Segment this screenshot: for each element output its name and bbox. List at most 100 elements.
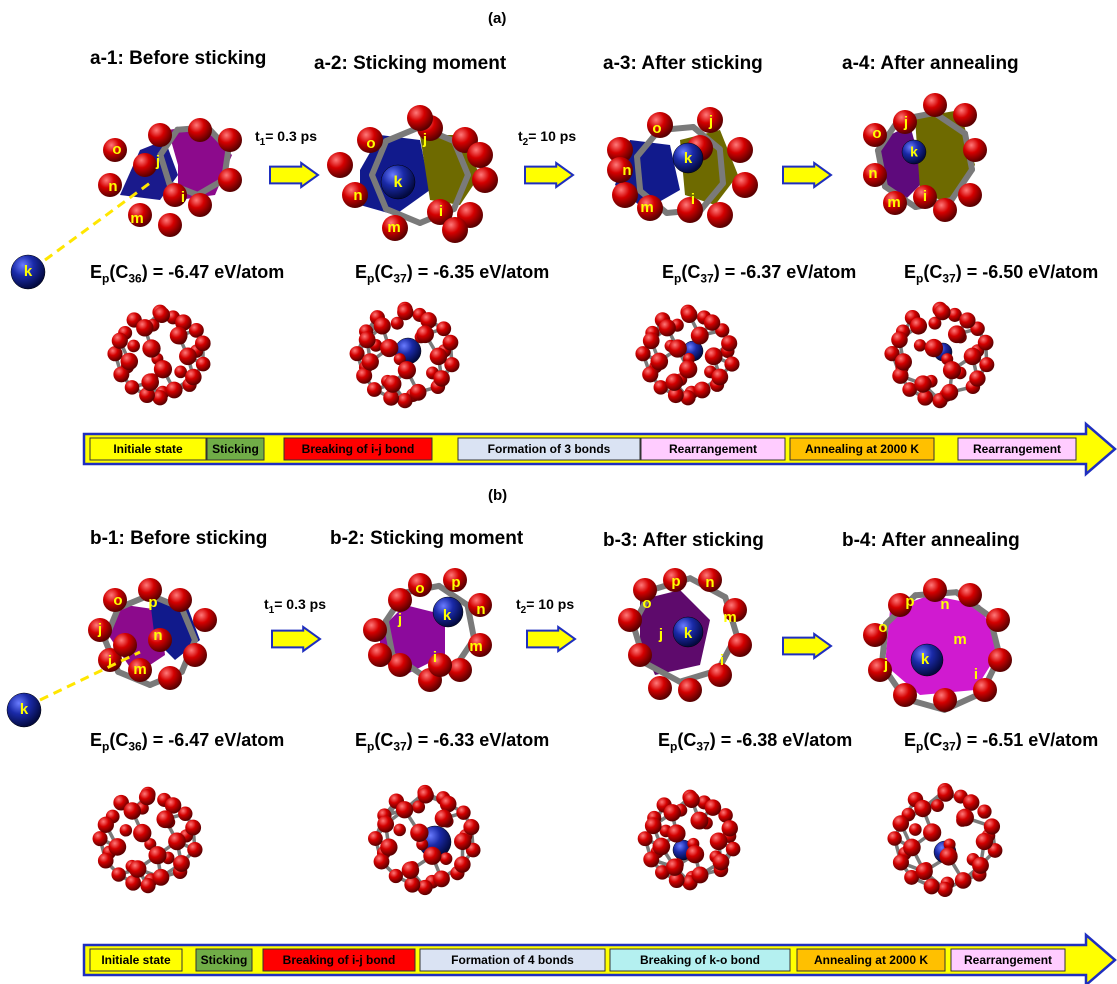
step-arrow: [526, 625, 577, 653]
carbon-atom: [868, 658, 892, 682]
carbon-atom: [914, 375, 932, 393]
carbon-atom: [193, 608, 217, 632]
carbon-atom: [383, 389, 400, 406]
carbon-atom: [148, 628, 172, 652]
carbon-atom: [727, 137, 753, 163]
bond: [369, 138, 390, 178]
carbon-atom: [703, 314, 721, 331]
atom-label: n: [108, 178, 117, 195]
carbon-atom: [977, 334, 994, 351]
carbon-atom: [407, 105, 433, 131]
carbon-atom: [724, 356, 740, 372]
carbon-atom: [139, 387, 155, 404]
stage-title-a4: a-4: After annealing: [842, 53, 1019, 74]
carbon-atom: [663, 568, 687, 592]
carbon-atom: [668, 339, 687, 358]
carbon-atom: [663, 804, 681, 822]
carbon-atom: [368, 643, 392, 667]
carbon-atom: [444, 357, 460, 373]
carbon-atom: [956, 808, 974, 827]
carbon-atom: [642, 366, 659, 383]
time-b-t1: t1= 0.3 ps: [264, 596, 326, 616]
timeline-segment-label: Initiale state: [113, 442, 183, 456]
bond: [697, 180, 726, 213]
carbon-atom: [138, 578, 162, 602]
carbon-atom: [685, 845, 705, 864]
timeline-segment: [262, 948, 416, 972]
carbon-atom: [969, 370, 986, 387]
bond: [382, 618, 396, 658]
carbon-atom: [454, 856, 471, 873]
carbon-atom: [175, 314, 192, 331]
carbon-atom: [690, 811, 709, 830]
timeline-segment-label: Initiale state: [101, 953, 171, 967]
timeline-segment-label: Sticking: [201, 953, 248, 967]
carbon-atom: [123, 802, 141, 820]
carbon-atom: [721, 820, 738, 837]
approach-path: [44, 181, 151, 262]
atom-label: k: [684, 150, 693, 167]
carbon-atom: [113, 633, 137, 657]
bond: [641, 659, 683, 685]
energy-b4: Ep(C37) = -6.51 eV/atom: [904, 730, 1099, 754]
atom-label: n: [705, 574, 714, 591]
atom-label: m: [387, 219, 400, 236]
carbon-atom: [923, 93, 947, 117]
dopant-atom-k: [910, 643, 944, 677]
carbon-atom: [409, 383, 427, 401]
carbon-atom: [650, 352, 669, 371]
atom-label: j: [397, 611, 402, 628]
carbon-atom: [892, 367, 909, 384]
carbon-atom: [388, 653, 412, 677]
carbon-atom: [975, 832, 994, 851]
carbon-atom: [924, 338, 944, 358]
carbon-atom: [665, 373, 683, 391]
carbon-atom: [691, 866, 709, 884]
carbon-atom: [218, 128, 242, 152]
carbon-atom: [416, 325, 434, 344]
carbon-atom: [357, 127, 383, 153]
carbon-atom: [943, 838, 956, 851]
energy-b2: Ep(C37) = -6.33 eV/atom: [355, 730, 550, 754]
carbon-atom: [108, 838, 127, 856]
stage-title-b2: b-2: Sticking moment: [330, 528, 524, 549]
atom-label: i: [439, 203, 443, 220]
carbon-atom: [410, 823, 429, 842]
atom-label: n: [353, 187, 362, 204]
carbon-atom: [933, 688, 957, 712]
carbon-atom: [183, 643, 207, 667]
carbon-atom: [148, 123, 172, 147]
carbon-atom: [923, 823, 942, 842]
carbon-atom: [187, 842, 203, 858]
stage-title-b1: b-1: Before sticking: [90, 528, 268, 549]
atom-label: j: [708, 113, 713, 130]
carbon-atom: [937, 785, 954, 802]
carbon-atom: [125, 874, 141, 891]
carbon-atom: [958, 183, 982, 207]
atom-label: o: [652, 120, 661, 137]
carbon-atom: [397, 304, 414, 321]
dopant-atom-k: [10, 254, 46, 290]
carbon-atom: [863, 123, 887, 147]
atom-label: n: [940, 596, 949, 613]
carbon-atom: [667, 387, 684, 404]
timeline-segment: [640, 437, 786, 461]
carbon-atom: [988, 648, 1012, 672]
carbon-atom: [908, 823, 922, 836]
carbon-atom: [648, 676, 672, 700]
carbon-atom: [709, 832, 728, 851]
atom-label: k: [20, 701, 29, 718]
carbon-atom: [704, 347, 723, 366]
carbon-atom: [977, 804, 992, 819]
carbon-atom: [152, 868, 170, 886]
carbon-atom: [128, 658, 152, 682]
carbon-atom: [628, 643, 652, 667]
panel-b-label: (b): [488, 487, 508, 504]
carbon-atom: [667, 824, 686, 843]
atom-label: i: [691, 191, 695, 208]
carbon-atom: [468, 593, 492, 617]
carbon-atom: [169, 326, 188, 345]
energy-b3: Ep(C37) = -6.38 eV/atom: [658, 730, 853, 754]
carbon-atom: [420, 312, 437, 329]
carbon-atom: [681, 306, 698, 323]
